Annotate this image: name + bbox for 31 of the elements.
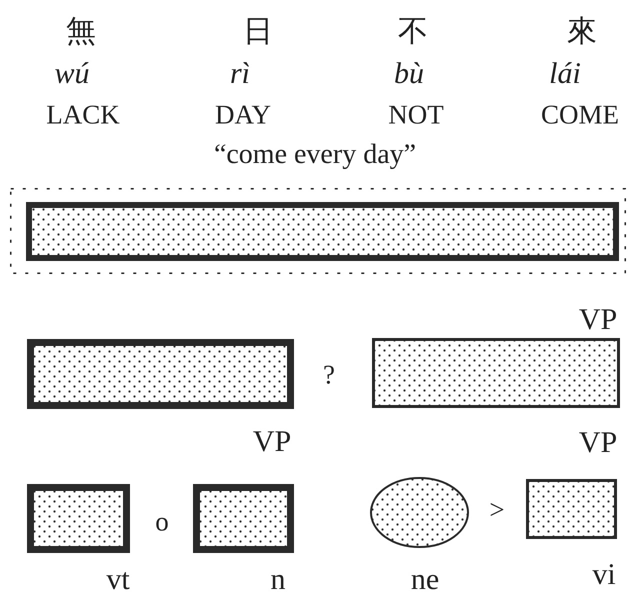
constituent-label: VP	[578, 428, 618, 458]
dotted-bar	[26, 202, 619, 261]
chinese-character: 日	[243, 17, 273, 47]
dotted-box	[526, 479, 617, 539]
constituent-label: vt	[106, 565, 130, 595]
gloss-word: COME	[541, 102, 619, 128]
pinyin-word: rì	[230, 59, 250, 89]
dotted-bar	[27, 339, 294, 409]
constituent-label: n	[270, 565, 286, 595]
chinese-character: 來	[567, 17, 597, 47]
dotted-box	[193, 484, 294, 553]
dotted-ellipse	[370, 477, 469, 548]
constituent-label: ne	[410, 565, 440, 595]
pinyin-word: bù	[394, 59, 424, 89]
operator-symbol: o	[155, 508, 169, 536]
translation: “come every day”	[214, 141, 416, 169]
pinyin-word: wú	[54, 59, 90, 89]
dotted-frame	[10, 188, 626, 274]
dotted-bar	[372, 338, 620, 408]
constituent-label: vi	[592, 560, 616, 590]
operator-symbol: ?	[323, 362, 335, 388]
gloss-word: NOT	[388, 102, 444, 128]
chinese-character: 不	[398, 17, 428, 47]
gloss-word: LACK	[46, 102, 120, 128]
gloss-word: DAY	[214, 102, 272, 128]
operator-symbol: >	[489, 496, 505, 524]
dotted-box	[27, 484, 130, 553]
constituent-label: VP	[578, 305, 618, 335]
constituent-label: VP	[252, 427, 292, 457]
chinese-character: 無	[66, 17, 96, 47]
pinyin-word: lái	[549, 59, 581, 89]
